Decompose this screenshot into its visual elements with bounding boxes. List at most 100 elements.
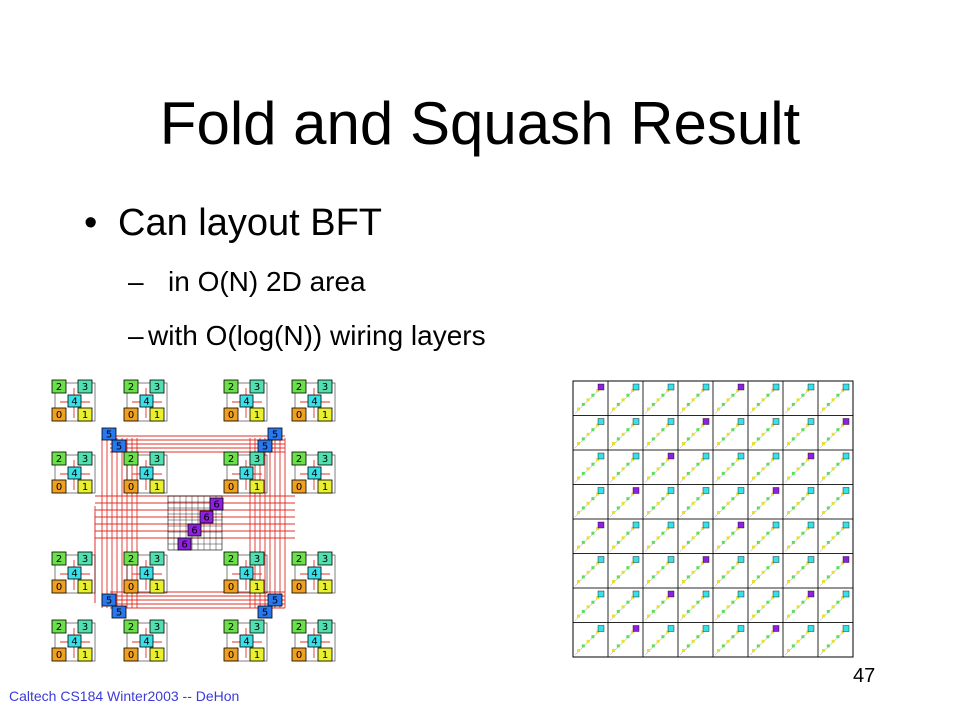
cell-dot [787,511,790,514]
cell-switch [737,383,745,391]
leaf-node-label: 1 [322,410,328,421]
cell-dot [791,506,795,510]
cell-switch [632,625,640,632]
leaf-node-label: 0 [228,650,234,661]
cell-dot [771,527,775,531]
cell-dot [686,644,690,648]
leaf-node [51,407,67,422]
cell-dot [586,501,590,505]
cell-dot [647,442,650,445]
cell-dot [761,501,765,505]
cell-dot [651,402,655,406]
cell-dot [721,437,725,441]
leaf-node [291,379,307,394]
cell-dot [651,609,655,613]
cell-dot [791,437,795,441]
cell-dot [612,476,615,480]
cell-dot [806,630,810,634]
leaf-node [123,619,139,634]
cell-dot [752,511,755,514]
cell-dot [626,600,630,604]
cell-dot [841,596,845,600]
cell-dot [691,398,695,402]
cell-dot [682,442,685,445]
cell-dot [701,527,705,531]
leaf-node-label: 1 [154,482,160,493]
cell-dot [736,630,740,634]
cell-switch [842,418,850,425]
leaf-node-label: 3 [82,554,88,565]
cell-switch [737,556,745,563]
cell-dot [656,432,660,436]
cell-dot [616,609,620,613]
cell-dot [806,458,810,462]
cell-dot [686,609,690,613]
cell-dot [826,609,830,613]
leaf-node-label: 1 [154,582,160,593]
cell-dot [696,428,700,432]
cell-dot [666,492,670,496]
switch-level-5 [101,593,117,607]
cell-dot [631,561,635,565]
cell-switch [702,418,710,425]
cell-switch [842,590,850,598]
cell-switch [772,418,780,425]
cell-dot [581,471,585,475]
cell-dot [666,561,670,565]
leaf-node [291,407,307,422]
leaf-node [149,551,165,566]
cell-dot [577,545,580,549]
switch-level-4 [139,634,154,648]
cell-dot [691,639,695,643]
cell-switch [807,521,815,529]
cell-dot [806,596,810,600]
leaf-node-label: 2 [228,454,234,465]
leaf-node-label: 2 [56,454,62,465]
cell-dot [701,458,705,462]
cell-dot [696,393,700,397]
leaf-cluster-frame [226,382,268,422]
cell-dot [796,639,800,643]
cell-dot [686,575,690,579]
cell-dot [621,570,625,574]
cell-dot [691,605,695,609]
leaf-node [77,619,93,634]
leaf-node-label: 3 [322,622,328,633]
leaf-node [51,619,67,634]
cell-switch [807,383,815,391]
leaf-node [223,407,239,422]
switch-level-5-label: 5 [272,596,278,607]
cell-dot [651,506,655,510]
cell-dot [806,561,810,565]
cell-dot [612,511,615,514]
cell-switch [667,418,675,425]
cell-dot [761,432,765,436]
cell-dot [836,635,840,639]
cell-dot [806,527,810,531]
cell-dot [787,476,790,480]
switch-level-4-label: 4 [311,397,317,408]
cell-switch [667,383,675,391]
switch-level-6-label: 6 [191,526,197,537]
cell-dot [771,630,775,634]
cell-dot [616,575,620,579]
leaf-cluster-frame [54,622,96,662]
cell-dot [736,423,740,427]
slide-title: Fold and Squash Result [159,90,801,157]
cell-dot [577,442,580,445]
cell-dot [631,492,635,496]
leaf-node [123,379,139,394]
leaf-node [123,451,139,466]
switch-level-4-label: 4 [243,569,249,580]
cell-dot [691,467,695,471]
cell-dot [586,570,590,574]
sub-bullet-text: in O(N) 2D area [168,266,366,297]
cell-dot [651,471,655,475]
leaf-node [77,407,93,422]
leaf-node [223,551,239,566]
leaf-node [223,579,239,594]
cell-dot [801,462,805,466]
cell-dot [661,428,665,432]
cell-dot [661,531,665,535]
leaf-node-label: 3 [82,622,88,633]
